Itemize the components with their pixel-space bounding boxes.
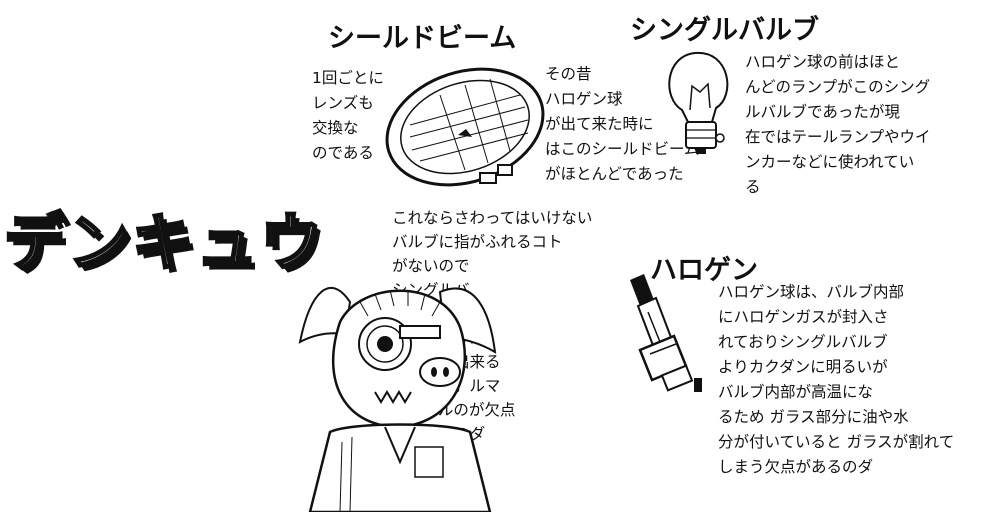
- sealed-beam-note-right: その昔 ハロゲン球 が出て来た時に はこのシールドビーム がほとんどであった: [545, 65, 700, 183]
- main-title: デンキュウ: [2, 205, 325, 281]
- halogen-note: ハロゲン球は、バルブ内部 にハロゲンガスが封入さ れておりシングルバルブ よりカ…: [718, 283, 955, 476]
- single-bulb-heading: シングルバルブ: [630, 15, 819, 46]
- sealed-beam-note-left: 1回ごとに レンズも 交換な のである: [312, 69, 384, 162]
- halogen-bulb-icon: [630, 274, 702, 392]
- halogen-heading: ハロゲン: [650, 255, 758, 286]
- sealed-beam-heading: シールドビーム: [328, 23, 517, 54]
- single-bulb-icon: [668, 51, 729, 154]
- single-bulb-note: ハロゲン球の前はほと んどのランプがこのシング ルバルブであったが現 在ではテー…: [745, 53, 931, 196]
- sealed-beam-lamp-icon: [385, 67, 545, 187]
- pig-mechanic-icon: [298, 287, 497, 512]
